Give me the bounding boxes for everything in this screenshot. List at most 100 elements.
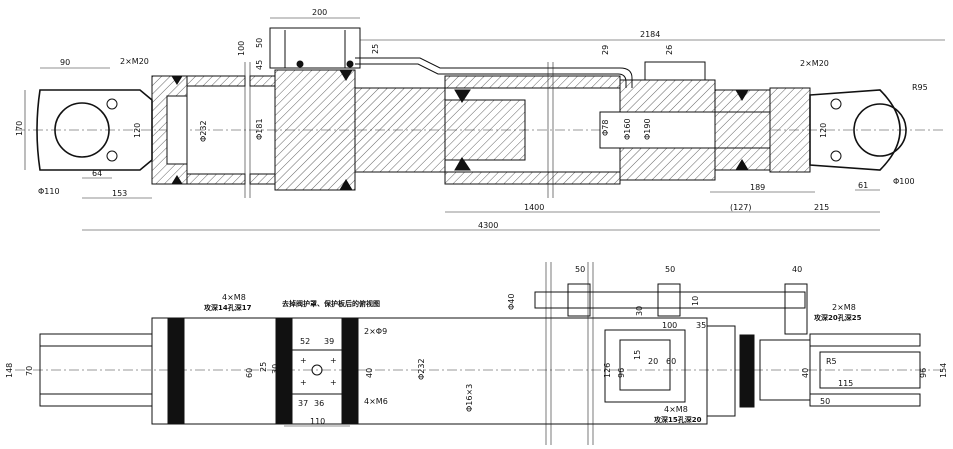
dim-148: 148 bbox=[5, 363, 14, 378]
dim-189: 189 bbox=[750, 183, 765, 192]
dim-phi16: Φ16×3 bbox=[465, 384, 474, 412]
dim-20: 20 bbox=[648, 357, 658, 366]
m8-bottom-label: 4×M8 bbox=[664, 405, 688, 414]
dim-phi78: Φ78 bbox=[601, 120, 610, 136]
dim-35: 35 bbox=[696, 321, 706, 330]
m20-left-label: 2×M20 bbox=[120, 57, 149, 66]
dim-100: 100 bbox=[237, 41, 246, 56]
m8-left-label: 4×M8 bbox=[222, 293, 246, 302]
m6-label: 4×M6 bbox=[364, 397, 388, 406]
barrel-wall-bottom bbox=[249, 173, 276, 185]
gland bbox=[706, 325, 736, 417]
hole-mark: + bbox=[330, 356, 337, 365]
dim-52: 52 bbox=[300, 337, 310, 346]
rod-end bbox=[714, 89, 771, 171]
dim-60: 60 bbox=[245, 368, 254, 378]
valve-mount-plate bbox=[291, 349, 343, 395]
dim-25: 25 bbox=[371, 44, 380, 54]
dim-phi160: Φ160 bbox=[623, 118, 632, 140]
dim-30b: 30 bbox=[635, 306, 644, 316]
dim-70: 70 bbox=[25, 366, 34, 376]
oil-pipe bbox=[355, 57, 633, 88]
dim-45: 45 bbox=[255, 60, 264, 70]
dim-15: 15 bbox=[633, 350, 642, 360]
dim-36: 36 bbox=[314, 399, 324, 408]
right-clevis bbox=[809, 89, 901, 171]
mount-plate-right bbox=[604, 329, 686, 403]
dim-96: 96 bbox=[617, 368, 626, 378]
right-fork-middle bbox=[819, 351, 921, 389]
dim-30: 30 bbox=[271, 364, 280, 374]
dim-61: 61 bbox=[858, 181, 868, 190]
dim-110: 110 bbox=[310, 417, 325, 426]
seal-mark bbox=[454, 157, 471, 171]
dim-phi190: Φ190 bbox=[643, 118, 652, 140]
dim-60b: 60 bbox=[666, 357, 676, 366]
dim-126: 126 bbox=[603, 363, 612, 378]
barrel-wall-top bbox=[186, 75, 246, 87]
dim-phi232: Φ232 bbox=[417, 358, 426, 380]
r5-label: R5 bbox=[826, 357, 837, 366]
dim-26: 26 bbox=[665, 45, 674, 55]
fitting bbox=[346, 60, 354, 68]
band-3 bbox=[341, 317, 359, 425]
dim-115: 115 bbox=[838, 379, 853, 388]
dim-120-left: 120 bbox=[133, 123, 142, 138]
dim-215: 215 bbox=[814, 203, 829, 212]
dim-phi100: Φ100 bbox=[893, 177, 915, 186]
dim-200: 200 bbox=[312, 8, 327, 17]
left-fork-top bbox=[39, 333, 153, 347]
dim-1400: 1400 bbox=[524, 203, 544, 212]
fitting bbox=[296, 60, 304, 68]
seal-mark bbox=[171, 75, 183, 85]
right-fork-bottom bbox=[809, 393, 921, 407]
m8-right-label: 2×M8 bbox=[832, 303, 856, 312]
dim-phi40: Φ40 bbox=[507, 294, 516, 310]
dim-4300: 4300 bbox=[478, 221, 498, 230]
dim-127: (127) bbox=[730, 203, 752, 212]
dim-phi110: Φ110 bbox=[38, 187, 60, 196]
center-port bbox=[311, 364, 323, 376]
left-m20-hole-2 bbox=[106, 150, 118, 162]
dim-64: 64 bbox=[92, 169, 102, 178]
dim-phi181: Φ181 bbox=[255, 118, 264, 140]
dim-2184: 2184 bbox=[640, 30, 660, 39]
valve-block bbox=[269, 27, 361, 69]
rod-clamp-1 bbox=[567, 283, 591, 317]
dim-phi232: Φ232 bbox=[199, 120, 208, 142]
right-fork-top bbox=[809, 333, 921, 347]
seal-mark bbox=[735, 159, 749, 171]
guide-rod bbox=[534, 291, 806, 309]
dim-10: 10 bbox=[691, 296, 700, 306]
seal-mark bbox=[339, 179, 353, 191]
dim-50a: 50 bbox=[575, 265, 585, 274]
seal-mark bbox=[339, 69, 353, 81]
outer-tube-top bbox=[444, 75, 621, 89]
m8-right-note: 攻深20孔深25 bbox=[814, 313, 862, 322]
hole-mark: + bbox=[330, 378, 337, 387]
outer-tube-bottom bbox=[444, 171, 621, 185]
left-eye-hole bbox=[54, 102, 110, 158]
dim-120-right: 120 bbox=[819, 123, 828, 138]
dim-40b: 40 bbox=[801, 368, 810, 378]
seal-mark bbox=[735, 89, 749, 101]
rod-clamp-2 bbox=[657, 283, 681, 317]
dim-90: 90 bbox=[60, 58, 70, 67]
right-clevis-block bbox=[769, 87, 811, 173]
guard-removed-note: 去掉阀护罩、保护板后的俯视图 bbox=[282, 299, 380, 308]
dim-25: 25 bbox=[259, 362, 268, 372]
barrel-wall-bottom bbox=[186, 173, 246, 185]
dim-50: 50 bbox=[255, 38, 264, 48]
phi9-label: 2×Φ9 bbox=[364, 327, 387, 336]
r95-label: R95 bbox=[912, 83, 928, 92]
rod-end-block bbox=[759, 339, 811, 401]
dim-39: 39 bbox=[324, 337, 334, 346]
piston-body bbox=[274, 69, 356, 191]
right-m20-hole-2 bbox=[830, 150, 842, 162]
dim-170: 170 bbox=[15, 121, 24, 136]
hole-mark: + bbox=[300, 356, 307, 365]
dim-40: 40 bbox=[365, 368, 374, 378]
head-flange bbox=[644, 61, 706, 81]
